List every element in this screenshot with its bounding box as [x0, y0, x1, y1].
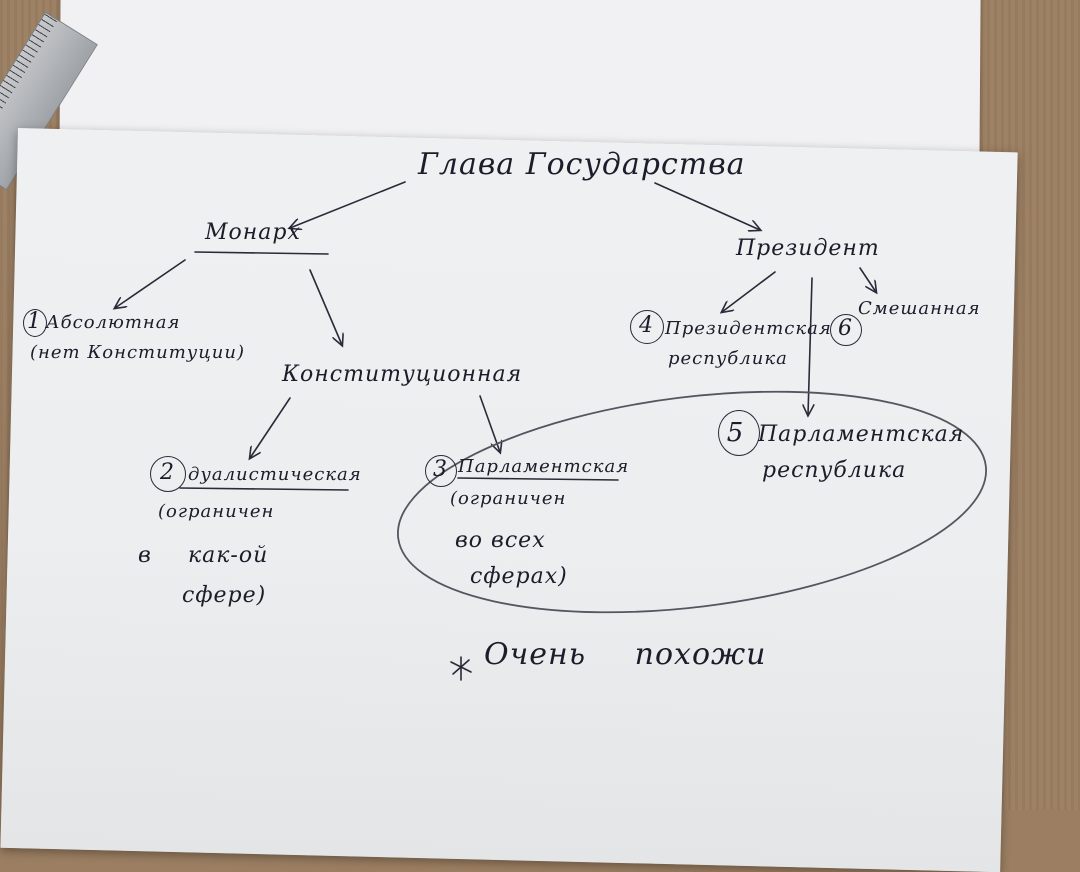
arrow-root-to-president	[654, 182, 760, 230]
underline-monarch	[194, 251, 329, 255]
dualistic-note-line-4: сфере)	[182, 583, 267, 608]
arrow-constitutional-to-dualistic	[250, 397, 291, 458]
parliamentary-monarchy-title: Парламентская	[458, 456, 630, 477]
parliamentary-republic-title: Парламентская	[758, 422, 965, 447]
dualistic-title: дуалистическая	[188, 464, 362, 485]
number-2-label: 2	[160, 460, 174, 485]
absolute-note: (нет Конституции)	[30, 342, 245, 363]
dualistic-note-line-1: (ограничен	[158, 501, 275, 522]
constitutional-node-label: Конституционная	[282, 362, 523, 387]
underline-parliamentary-monarchy	[457, 477, 619, 481]
arrow-president-to-mixed	[859, 267, 876, 292]
arrow-monarch-to-constitutional	[309, 269, 342, 345]
number-3-circle	[425, 455, 457, 487]
parliamentary-monarchy-note-line-2: во всех	[455, 528, 546, 553]
arrow-monarch-to-absolute	[115, 259, 186, 308]
parliamentary-republic-subtitle: республика	[762, 458, 907, 483]
dualistic-note-line-2: в	[138, 543, 152, 568]
monarch-node-label: Монарх	[205, 220, 301, 245]
number-1-label: 1	[27, 309, 41, 334]
president-node-label: Президент	[736, 236, 880, 261]
number-5-label: 5	[726, 418, 744, 448]
dualistic-note-line-3: как-ой	[188, 543, 269, 568]
presidential-republic-title: Президентская	[665, 318, 832, 339]
arrow-president-to-presidential	[722, 271, 776, 312]
number-4-label: 4	[639, 313, 653, 338]
connector-layer	[0, 181, 987, 681]
number-2-circle	[150, 456, 186, 492]
root-node-label: Глава Государства	[418, 147, 746, 182]
mixed-republic-title: Смешанная	[858, 298, 981, 319]
number-4-circle	[630, 310, 664, 344]
number-6-label: 6	[838, 316, 852, 341]
arrow-root-to-monarch	[290, 181, 406, 228]
arrow-president-to-parliamentary-republic	[808, 277, 812, 415]
underline-dualistic	[179, 487, 349, 491]
arrow-constitutional-to-parliamentary	[479, 395, 500, 452]
similarity-oval	[397, 390, 987, 614]
footnote-text: Очень похожи	[484, 637, 767, 672]
presidential-republic-subtitle: республика	[668, 348, 788, 369]
number-5-circle	[718, 410, 760, 456]
parliamentary-monarchy-note-line-3: сферах)	[470, 564, 568, 589]
parliamentary-monarchy-note-line-1: (ограничен	[450, 488, 567, 509]
number-1-circle	[23, 309, 47, 337]
absolute-title: Абсолютная	[46, 312, 181, 333]
number-6-circle	[830, 314, 862, 346]
number-3-label: 3	[433, 457, 447, 482]
